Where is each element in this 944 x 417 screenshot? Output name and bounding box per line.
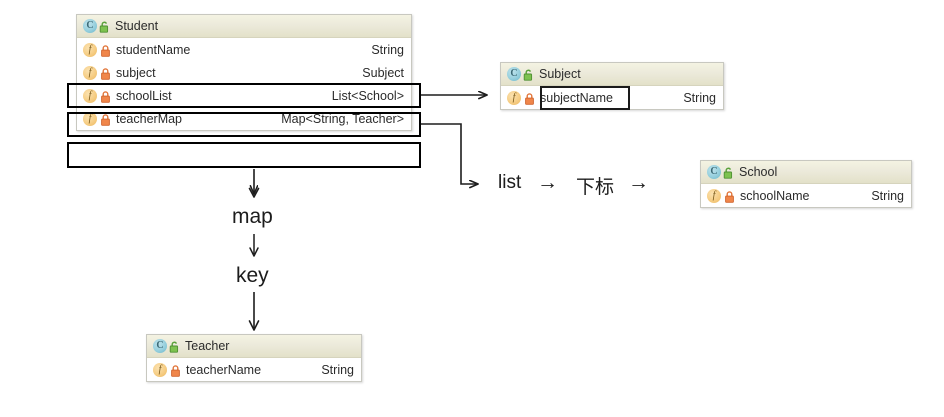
field-circle-f-icon: f [83,42,97,57]
field-circle-f-icon: f [153,362,167,377]
field-row-schoolname[interactable]: f schoolName String [701,184,911,207]
annotation-key: key [236,264,269,287]
class-card-student[interactable]: C Student f studentName String f [76,14,412,131]
field-type-teachermap: Map<String, Teacher> [281,111,404,126]
field-row-subject[interactable]: f subject Subject [77,61,411,84]
field-circle-f-icon: f [83,65,97,80]
orange-lock-icon [724,190,735,203]
annotation-list: list [498,172,522,193]
orange-lock-icon [524,92,535,105]
field-type-subject: Subject [362,65,404,80]
annotation-arrow-2: → [628,171,649,194]
field-row-subjectname[interactable]: f subjectName String [501,86,723,109]
green-unlock-icon [723,166,734,179]
class-header-teacher: C Teacher [147,335,361,358]
field-circle-f-icon: f [507,90,521,105]
field-type-schoollist: List<School> [331,88,404,103]
field-type-teachername: String [321,362,354,377]
field-name-schoolname: schoolName [740,188,810,203]
connector-schoollist [421,123,478,184]
field-row-schoollist[interactable]: f schoolList List<School> [77,84,411,107]
connector-map-key [249,234,259,257]
field-row-studentname[interactable]: f studentName String [77,38,411,61]
field-row-teachermap[interactable]: f teacherMap Map<String, Teacher> [77,107,411,130]
orange-lock-icon [100,113,111,126]
field-name-teachername: teacherName [186,362,262,377]
class-header-student: C Student [77,15,411,38]
field-circle-f-icon: f [83,88,97,103]
field-name-studentname: studentName [116,42,191,57]
green-unlock-icon [99,20,110,33]
orange-lock-icon [100,90,111,103]
highlight-box-teachermap [67,142,421,168]
field-name-subject: subject [116,65,156,80]
class-name-student: Student [115,19,159,33]
class-card-teacher[interactable]: C Teacher f teacherName String [146,334,362,382]
orange-lock-icon [100,67,111,80]
field-name-subjectname: subjectName [540,90,613,105]
class-circle-c-icon: C [707,165,721,179]
field-circle-f-icon: f [83,111,97,126]
green-unlock-icon [523,68,534,81]
class-name-school: School [739,165,778,179]
class-header-school: C School [701,161,911,184]
class-circle-c-icon: C [153,339,167,353]
field-type-schoolname: String [871,188,904,203]
class-circle-c-icon: C [507,67,521,81]
connector-teachermap [248,169,260,198]
orange-lock-icon [170,364,181,377]
field-name-schoollist: schoolList [116,88,172,103]
class-circle-c-icon: C [83,19,97,33]
field-type-subjectname: String [683,90,716,105]
class-header-subject: C Subject [501,63,723,86]
field-name-teachermap: teacherMap [116,111,183,126]
connector-key-teacher [248,292,260,331]
class-card-school[interactable]: C School f schoolName String [700,160,912,208]
field-row-teachername[interactable]: f teacherName String [147,358,361,381]
class-card-subject[interactable]: C Subject f subjectName String [500,62,724,110]
annotation-xiabiao: 下标 [576,176,615,198]
green-unlock-icon [169,340,180,353]
class-name-subject: Subject [539,67,581,81]
class-name-teacher: Teacher [185,339,230,353]
annotation-map: map [232,205,273,228]
annotation-arrow-1: → [537,171,558,194]
orange-lock-icon [100,44,111,57]
field-circle-f-icon: f [707,188,721,203]
field-type-studentname: String [371,42,404,57]
